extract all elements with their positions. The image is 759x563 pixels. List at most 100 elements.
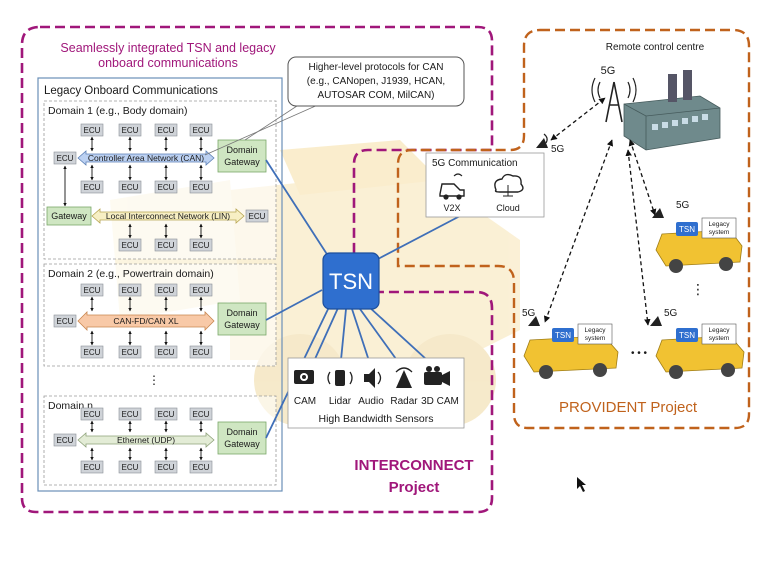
5g-label: 5G (676, 200, 690, 211)
5g-links (543, 97, 657, 326)
svg-text:ECU: ECU (193, 463, 210, 472)
svg-text:ECU: ECU (122, 463, 139, 472)
svg-text:ECU: ECU (84, 126, 101, 135)
3d-camera-icon (424, 366, 450, 386)
control-centre-building-icon (623, 70, 721, 151)
5g-antenna-icon (536, 133, 548, 148)
ecu: ECU (189, 123, 213, 137)
vehicle-bottom-left: 5G TSN Legacy system (522, 308, 619, 379)
svg-text:ECU: ECU (122, 241, 139, 250)
svg-text:ECU: ECU (249, 212, 266, 221)
svg-text:ECU: ECU (158, 410, 175, 419)
ecu: ECU (53, 151, 77, 165)
svg-text:(e.g., CANopen, J1939, HCAN,: (e.g., CANopen, J1939, HCAN, (307, 76, 445, 87)
ecu: ECU (154, 283, 178, 297)
provident-boundary (396, 28, 751, 430)
cloud-icon (494, 173, 524, 197)
svg-text:ECU: ECU (193, 183, 210, 192)
svg-text:ECU: ECU (122, 126, 139, 135)
ecu: ECU (80, 283, 104, 297)
svg-text:AUTOSAR COM, MilCAN): AUTOSAR COM, MilCAN) (317, 90, 434, 101)
svg-text:ECU: ECU (158, 463, 175, 472)
sensors-title: High Bandwidth Sensors (319, 413, 434, 425)
5g-communication-title: 5G Communication (432, 158, 518, 169)
ecu: ECU (118, 283, 142, 297)
interconnect-boundary (20, 25, 494, 514)
svg-text:TSN: TSN (555, 331, 571, 340)
sensor-label-cam: CAM (294, 396, 316, 407)
domain1-title: Domain 1 (e.g., Body domain) (48, 105, 187, 117)
svg-text:ECU: ECU (84, 463, 101, 472)
svg-text:ECU: ECU (193, 126, 210, 135)
mouse-cursor-icon (577, 477, 586, 492)
ecu: ECU (53, 433, 77, 447)
svg-text:ECU: ECU (193, 348, 210, 357)
svg-text:ECU: ECU (122, 183, 139, 192)
ecu: ECU (53, 314, 77, 328)
legacy-title: Legacy Onboard Communications (44, 85, 218, 97)
tsn-switch (322, 252, 380, 310)
svg-text:Legacy: Legacy (709, 221, 731, 228)
vehicle-vertical-ellipsis: ⋮ (691, 281, 705, 297)
svg-text:ECU: ECU (193, 241, 210, 250)
svg-text:ECU: ECU (122, 410, 139, 419)
ecu: ECU (80, 180, 104, 194)
ecu: ECU (80, 460, 104, 474)
canfd-bus-arrow (77, 311, 215, 331)
ethernet-bus-label: Ethernet (UDP) (117, 435, 175, 445)
camera-icon (294, 370, 314, 384)
ecu: ECU (189, 180, 213, 194)
5g-item-cloud: Cloud (496, 203, 520, 213)
cell-tower-icon (591, 77, 637, 123)
interconnect-project-line2: Project (389, 479, 440, 496)
v2x-car-icon (439, 173, 465, 200)
svg-text:Gateway: Gateway (224, 439, 260, 449)
interconnect-title-line2: onboard communications (98, 56, 238, 70)
gateway-label: Gateway (51, 211, 87, 221)
5g-label-local: 5G (551, 144, 565, 155)
svg-text:Domain: Domain (226, 145, 257, 155)
5g-label: 5G (522, 308, 536, 319)
interconnect-project-line1: INTERCONNECT (354, 457, 473, 474)
tsn-label: TSN (329, 269, 373, 294)
svg-text:ECU: ECU (122, 286, 139, 295)
lin-bus-arrow (91, 208, 245, 224)
provident-project-label: PROVIDENT Project (559, 399, 698, 416)
vehicle-bottom-right: 5G TSN Legacy system (650, 308, 745, 379)
vehicle-horizontal-ellipsis: • • • (631, 348, 648, 359)
ecu: ECU (154, 407, 178, 421)
ecu: ECU (118, 123, 142, 137)
svg-text:ECU: ECU (57, 154, 74, 163)
svg-text:Gateway: Gateway (224, 320, 260, 330)
ecu: ECU (118, 460, 142, 474)
svg-text:ECU: ECU (158, 348, 175, 357)
ecu: ECU (189, 460, 213, 474)
ecu: ECU (245, 209, 269, 223)
svg-text:ECU: ECU (84, 410, 101, 419)
svg-text:ECU: ECU (158, 286, 175, 295)
sensor-label-3dcam: 3D CAM (421, 396, 459, 407)
svg-text:ECU: ECU (57, 436, 74, 445)
svg-text:ECU: ECU (158, 241, 175, 250)
interconnect-title-line1: Seamlessly integrated TSN and legacy (60, 41, 276, 55)
svg-text:system: system (709, 229, 730, 236)
gateway (46, 206, 92, 226)
lin-bus-label: Local Interconnect Network (LIN) (106, 211, 230, 221)
domainn-content: ECU ECU ECU ECU Ethernet (UDP) ECU ECU E… (53, 407, 267, 474)
svg-text:ECU: ECU (193, 286, 210, 295)
svg-text:TSN: TSN (679, 331, 695, 340)
audio-icon (364, 368, 382, 388)
svg-text:ECU: ECU (193, 410, 210, 419)
sensor-label-audio: Audio (358, 396, 384, 407)
svg-text:Higher-level protocols for CAN: Higher-level protocols for CAN (308, 62, 443, 73)
svg-text:system: system (585, 335, 606, 342)
ecu: ECU (118, 180, 142, 194)
sensor-label-lidar: Lidar (329, 396, 352, 407)
sensor-label-radar: Radar (390, 396, 418, 407)
can-bus-arrow (77, 150, 215, 166)
ecu: ECU (80, 123, 104, 137)
svg-text:ECU: ECU (158, 183, 175, 192)
ecu: ECU (154, 460, 178, 474)
remote-centre-label: Remote control centre (606, 42, 705, 53)
